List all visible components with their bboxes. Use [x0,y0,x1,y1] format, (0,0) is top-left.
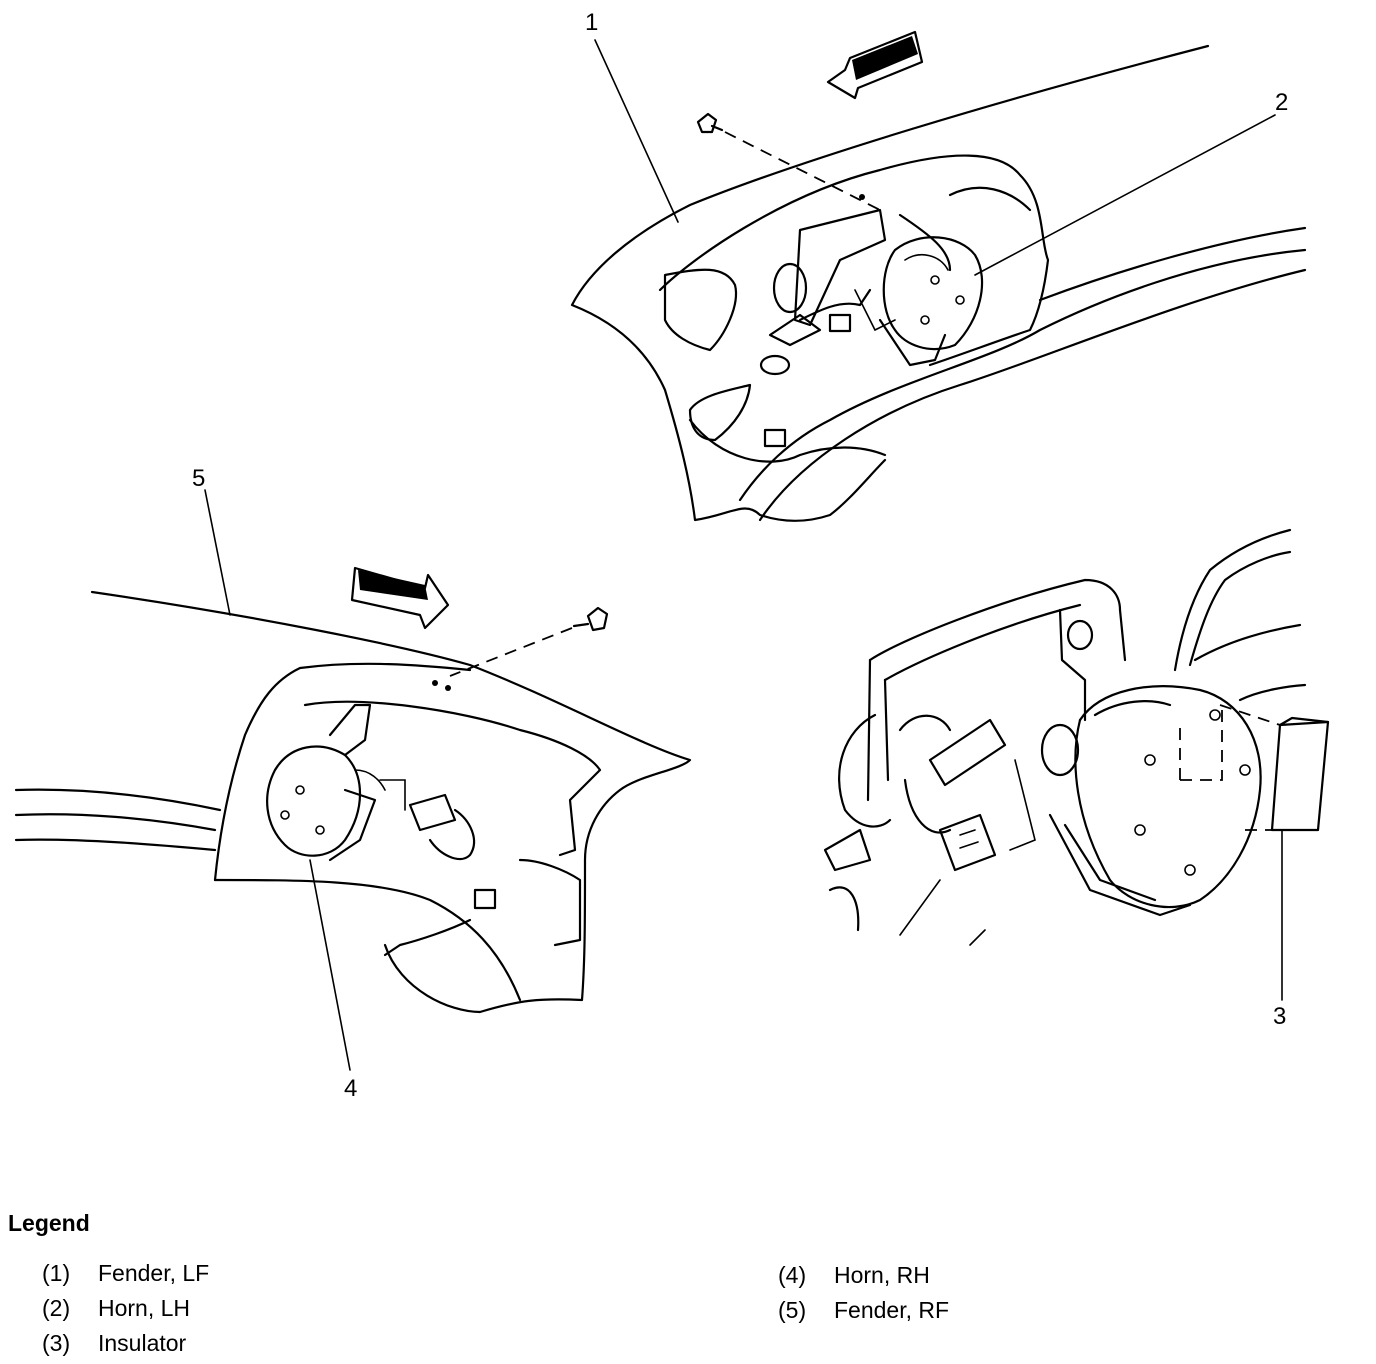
callout-4: 4 [344,1075,357,1102]
legend-item-text: Horn, LH [98,1295,191,1321]
lf-fender-assembly [570,30,1307,522]
legend-item-number: (4) [778,1262,807,1288]
legend-item-text: Fender, RF [834,1297,950,1323]
legend-item-number: (2) [42,1295,71,1321]
legend-item-2: (2) Horn, LH [42,1295,190,1322]
legend-item-3: (3) Insulator [42,1330,186,1357]
horn-installation-diagram: 1 2 3 4 5 [14,9,1330,1102]
legend-item-5: (5) Fender, RF [778,1297,949,1324]
legend-item-4: (4) Horn, RH [778,1262,930,1289]
leader-line-4 [309,859,351,1071]
callout-5: 5 [192,465,205,492]
legend-item-number: (3) [42,1330,71,1356]
legend-item-text: Insulator [98,1330,187,1356]
legend-item-number: (1) [42,1260,71,1286]
callout-1: 1 [585,9,598,36]
legend: Legend (1) Fender, LF (2) Horn, LH (3) Insu… [0,1200,1376,1364]
legend-item-text: Fender, LF [98,1260,210,1286]
callout-2: 2 [1275,89,1288,116]
leader-line-5 [204,489,231,616]
legend-title: Legend [8,1210,90,1236]
legend-item-number: (5) [778,1297,807,1323]
callout-3: 3 [1273,1003,1286,1030]
horn-detail-view [823,528,1330,946]
rf-fender-assembly [14,566,692,1014]
leader-line-1 [594,39,679,223]
legend-item-1: (1) Fender, LF [42,1260,209,1287]
leader-line-2 [974,114,1276,276]
legend-item-text: Horn, RH [834,1262,930,1288]
